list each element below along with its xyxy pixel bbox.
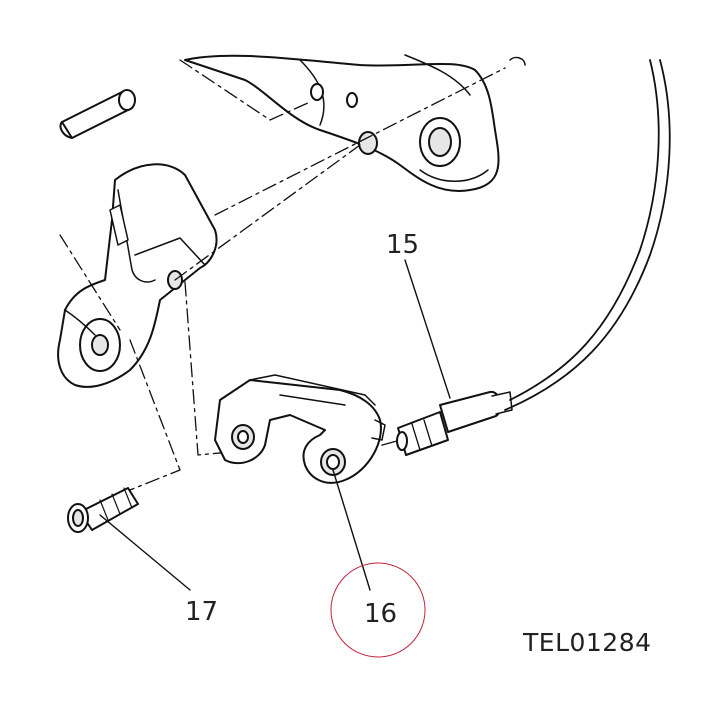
highlight-circle	[330, 562, 426, 658]
alignment-lines	[59, 59, 506, 491]
callout-16: 16	[364, 599, 398, 629]
switch-housing	[57, 163, 218, 388]
mounting-bracket-body	[184, 54, 526, 192]
sensor-bracket	[214, 374, 386, 484]
bolt	[67, 487, 139, 533]
callout-17: 17	[185, 597, 219, 627]
reference-code: TEL01284	[523, 628, 652, 657]
leader-lines	[99, 259, 451, 591]
sensor-with-cable	[396, 59, 671, 456]
callout-15: 15	[386, 230, 420, 260]
pin-top-left	[59, 89, 136, 139]
